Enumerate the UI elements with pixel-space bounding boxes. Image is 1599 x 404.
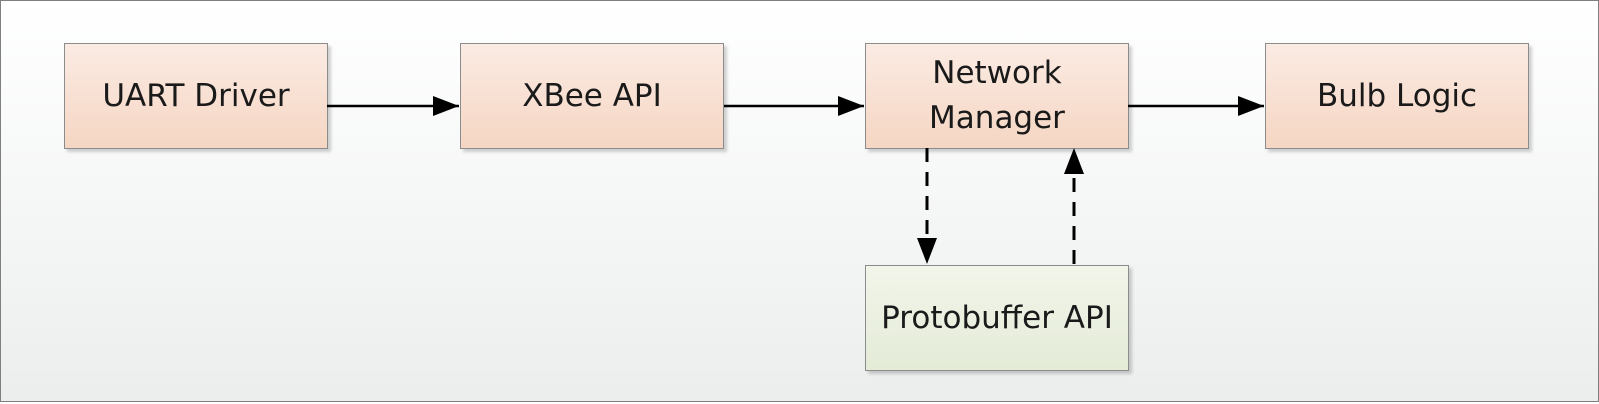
uart-driver-box: UART Driver	[64, 43, 328, 149]
protobuffer-api-box: Protobuffer API	[865, 265, 1129, 371]
bulb-logic-box: Bulb Logic	[1265, 43, 1529, 149]
xbee-api-label: XBee API	[522, 77, 662, 114]
network-manager-box: Network Manager	[865, 43, 1129, 149]
network-manager-label: Network Manager	[929, 55, 1065, 136]
protobuffer-api-label: Protobuffer API	[881, 299, 1113, 336]
uart-driver-label: UART Driver	[102, 77, 290, 114]
bulb-logic-label: Bulb Logic	[1316, 77, 1478, 114]
xbee-api-box: XBee API	[460, 43, 724, 149]
